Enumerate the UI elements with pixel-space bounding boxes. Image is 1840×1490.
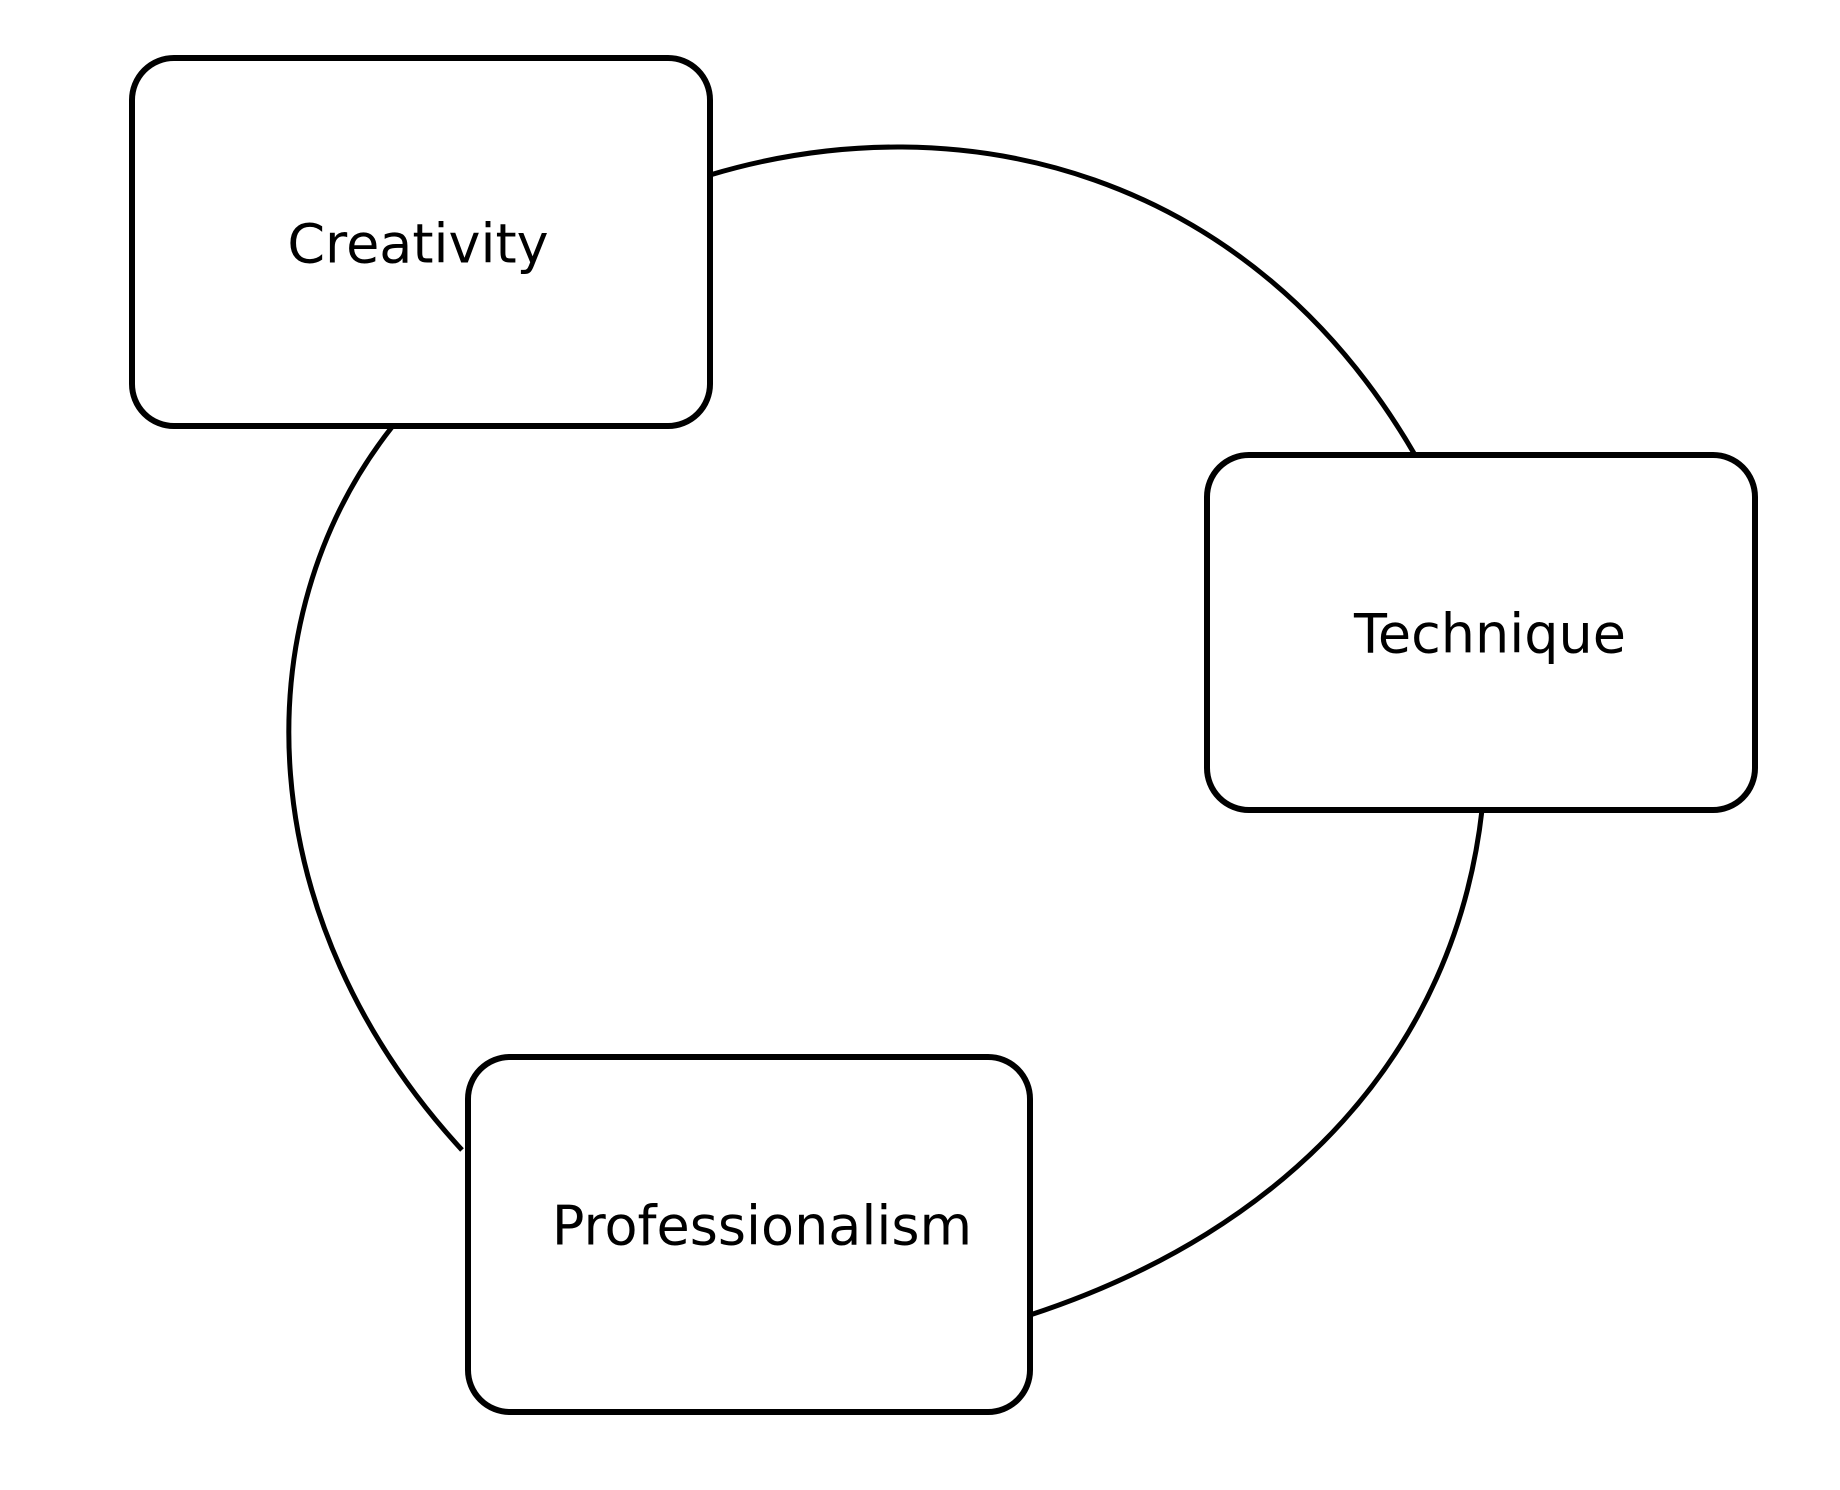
node-box-creativity xyxy=(129,55,713,429)
node-box-technique xyxy=(1204,452,1758,813)
node-label-professionalism: Professionalism xyxy=(552,1195,972,1258)
arc-technique-professionalism xyxy=(1029,809,1485,1318)
node-box-professionalism xyxy=(465,1054,1033,1415)
arc-professionalism-creativity xyxy=(286,425,464,1152)
node-creativity: Creativity xyxy=(129,55,713,429)
node-professionalism: Professionalism xyxy=(465,1054,1033,1415)
node-label-creativity: Creativity xyxy=(287,213,548,276)
node-technique: Technique xyxy=(1204,452,1758,813)
arc-creativity-technique xyxy=(709,144,1418,457)
node-label-technique: Technique xyxy=(1353,603,1626,666)
